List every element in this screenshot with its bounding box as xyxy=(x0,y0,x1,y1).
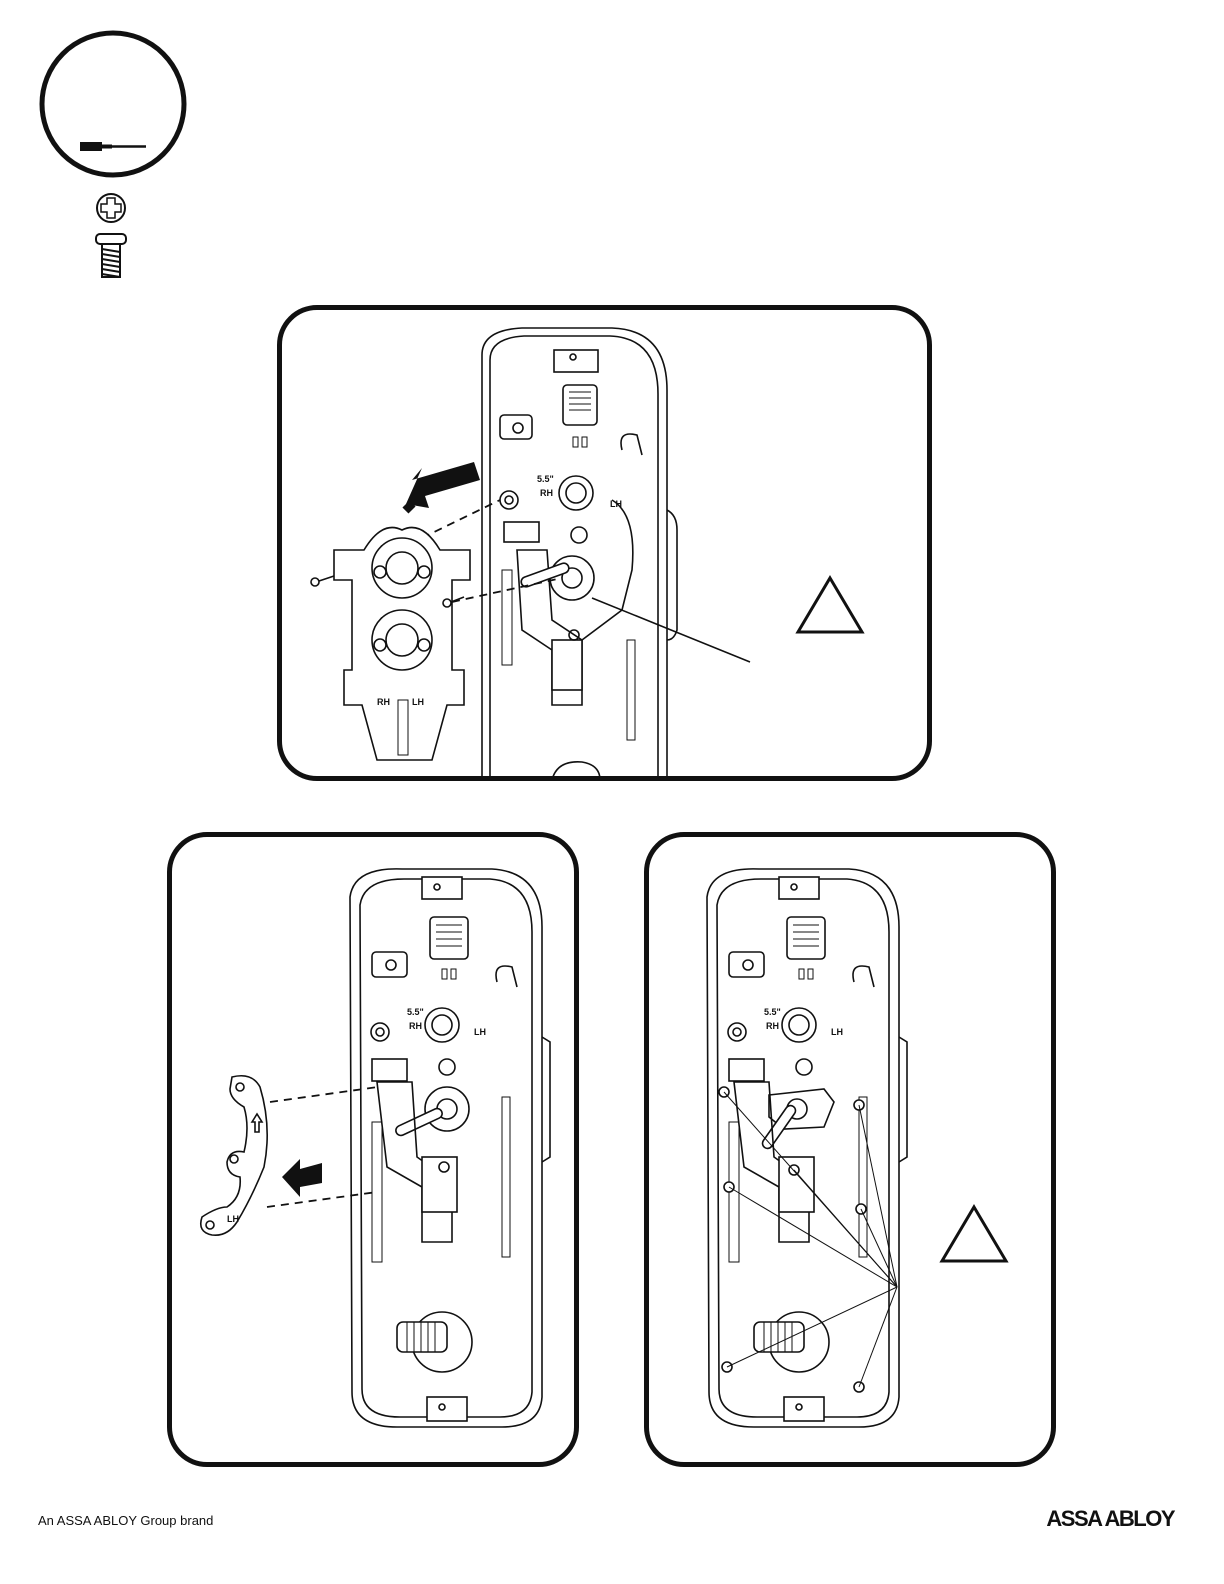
brand-note: An ASSA ABLOY Group brand xyxy=(38,1513,213,1528)
warning-triangle-icon xyxy=(798,578,862,632)
phillips-screw-head-icon xyxy=(97,194,125,222)
lock-chassis: 5.5" RH LH xyxy=(707,869,907,1427)
chassis-lh-label: LH xyxy=(831,1027,843,1037)
lock-chassis: 5.5" RH LH xyxy=(350,869,550,1427)
direction-arrow-left xyxy=(282,1159,322,1197)
mounting-plate: RH LH xyxy=(334,528,470,761)
lock-chassis: 5.5" RH LH xyxy=(482,328,677,776)
chassis-size-label: 5.5" xyxy=(764,1007,781,1017)
spring-spindle xyxy=(754,1312,829,1372)
direction-arrow-left xyxy=(406,462,480,508)
chassis-rh-label: RH xyxy=(540,488,553,498)
plate-rh-label: RH xyxy=(377,697,390,707)
chassis-rh-label: RH xyxy=(409,1021,422,1031)
assa-abloy-logo: ASSA ABLOY xyxy=(1046,1506,1174,1532)
callout-line xyxy=(592,598,750,662)
step-panel-tighten-screws: 5.5" RH LH xyxy=(644,832,1056,1467)
warning-triangle-icon xyxy=(942,1207,1006,1261)
tools-legend xyxy=(36,28,196,288)
phillips-screwdriver-icon xyxy=(42,33,184,175)
chassis-rh-label: RH xyxy=(766,1021,779,1031)
cam-plate: LH xyxy=(201,1076,267,1235)
plate-lh-label: LH xyxy=(412,697,424,707)
step-panel-remove-cam-plate: 5.5" RH LH xyxy=(167,832,579,1467)
chassis-size-label: 5.5" xyxy=(407,1007,424,1017)
spring-spindle xyxy=(397,1312,472,1372)
chassis-lh-label: LH xyxy=(474,1027,486,1037)
machine-screw-icon xyxy=(96,234,126,277)
chassis-size-label: 5.5" xyxy=(537,474,554,484)
cam-plate-lh-label: LH xyxy=(227,1214,239,1224)
step-panel-remove-mounting-plate: 5.5" RH LH xyxy=(277,305,932,781)
mounting-screw xyxy=(311,576,334,586)
